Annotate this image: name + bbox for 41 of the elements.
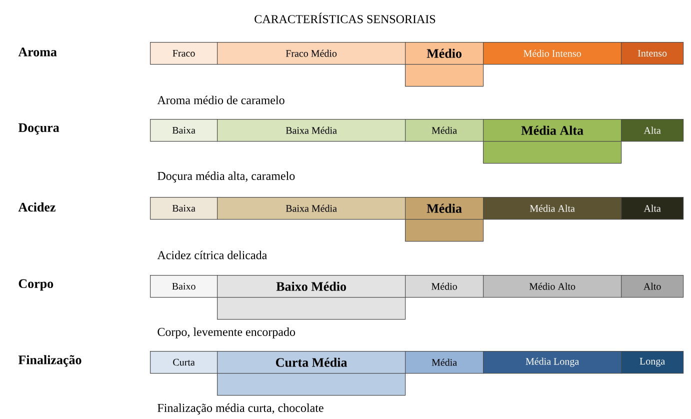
description: Acidez cítrica delicada: [157, 250, 267, 260]
row-label: Aroma: [18, 48, 57, 56]
scale-box: Média Longa: [483, 351, 622, 374]
row-label: Doçura: [18, 123, 60, 135]
marker-box: [483, 141, 622, 164]
scale-box: Médio: [405, 275, 484, 298]
scale-box: Longa: [621, 351, 684, 374]
description: Corpo, levemente encorpado: [158, 328, 296, 338]
description: Finalização média curta, chocolate: [158, 404, 324, 414]
row-label: Acidez: [18, 202, 56, 212]
scale-box: Baixa Média: [217, 196, 406, 220]
scale-box: Médio: [405, 42, 484, 65]
scale-box: Média: [405, 351, 484, 374]
scale-box: Baixa: [150, 119, 218, 142]
scale-box: Fraco Médio: [217, 42, 406, 65]
title: CARACTERÍSTICAS SENSORIAIS: [254, 12, 436, 24]
scale-box: Médio Intenso: [483, 42, 622, 65]
marker-box: [217, 297, 406, 320]
scale-box: Intenso: [621, 42, 684, 65]
marker-box: [405, 64, 484, 87]
row-label: Corpo: [18, 279, 54, 291]
scale-box: Média: [405, 119, 484, 142]
row-label: Finalização: [18, 355, 82, 367]
scale-box: Baixo: [150, 275, 218, 298]
scale-box: Alta: [621, 119, 684, 142]
marker-box: [405, 218, 484, 242]
scale-box: Baixo Médio: [217, 275, 406, 298]
description: Aroma médio de caramelo: [157, 96, 284, 104]
scale-box: Baixa: [150, 196, 218, 220]
scale-box: Médio Alto: [483, 275, 622, 298]
scale-box: Alto: [621, 275, 684, 298]
scale-box: Baixa Média: [217, 119, 406, 142]
scale-box: Média Alta: [483, 196, 622, 220]
scale-box: Fraco: [150, 42, 218, 65]
marker-box: [217, 373, 406, 396]
scale-box: Média Alta: [483, 119, 622, 142]
scale-box: Alta: [621, 196, 684, 220]
scale-box: Média: [405, 196, 484, 220]
scale-box: Curta: [150, 351, 218, 374]
description: Doçura média alta, caramelo: [158, 172, 295, 182]
scale-box: Curta Média: [217, 351, 406, 374]
